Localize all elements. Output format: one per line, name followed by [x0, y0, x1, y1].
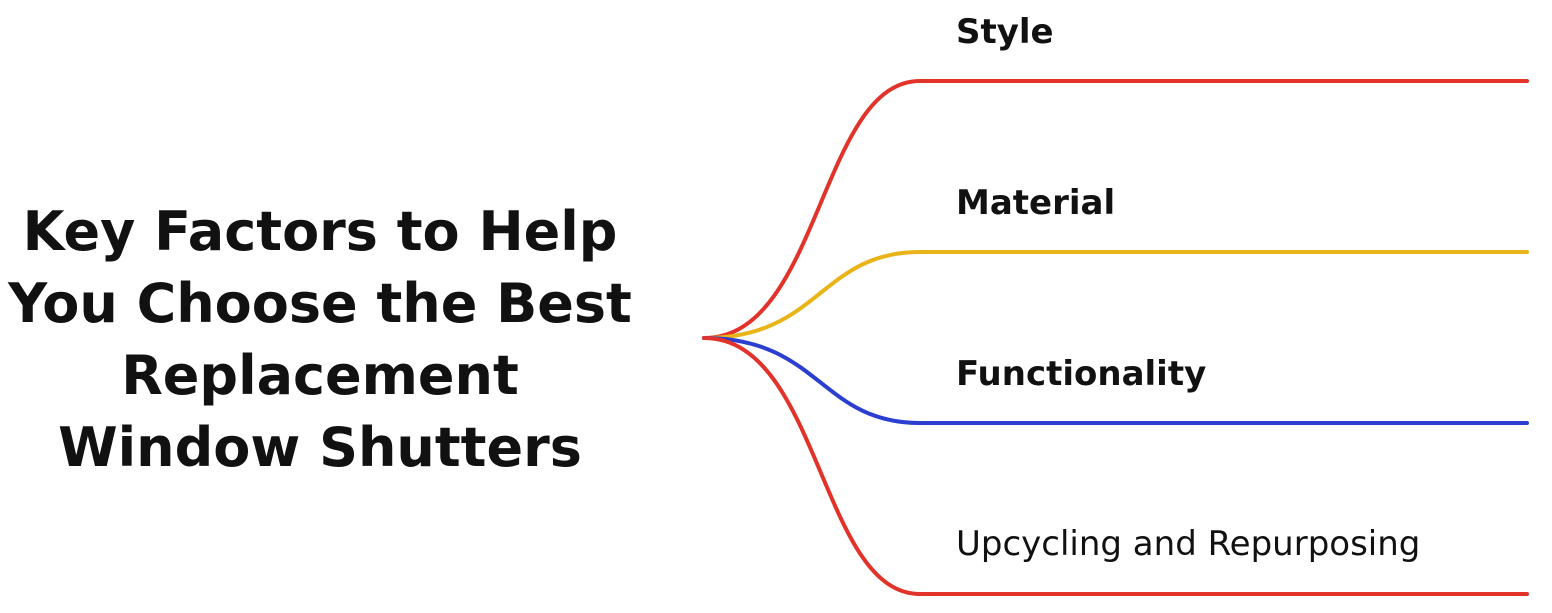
root-topic-line-2: You Choose the Best: [8, 272, 632, 335]
connector-upcycling: [702, 336, 1529, 596]
branch-label-upcycling: Upcycling and Repurposing: [956, 524, 1421, 564]
connector-functionality: [702, 336, 1529, 425]
root-topic-line-1: Key Factors to Help: [22, 200, 618, 263]
root-topic-line-4: Window Shutters: [58, 416, 582, 479]
connector-style: [702, 79, 1529, 340]
root-topic: Key Factors to Help You Choose the Best …: [0, 196, 640, 484]
branch-label-functionality: Functionality: [956, 354, 1207, 394]
branch-label-material: Material: [956, 183, 1116, 223]
connector-material: [702, 250, 1529, 340]
root-topic-line-3: Replacement: [121, 344, 519, 407]
branch-label-style: Style: [956, 12, 1054, 52]
